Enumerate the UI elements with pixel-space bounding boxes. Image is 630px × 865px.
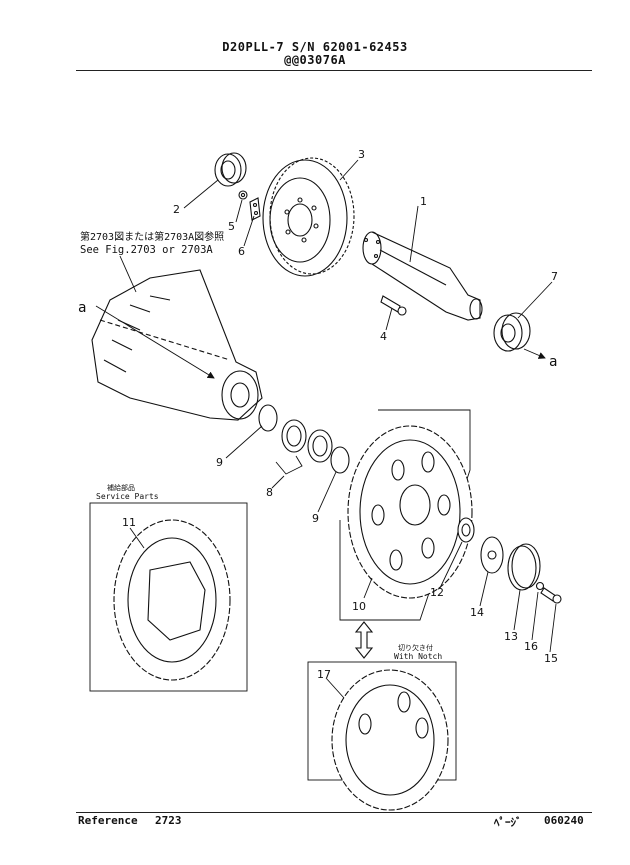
callout-6: 6	[238, 245, 245, 258]
footer-reference-label: Reference	[78, 814, 138, 827]
footer-page-label: ﾍﾟｰｼﾞ	[494, 816, 522, 829]
header-model-line: D20PLL-7 S/N 62001-62453	[222, 40, 408, 54]
footer-page-number: 060240	[544, 814, 584, 827]
callout-7: 7	[551, 270, 558, 283]
part-12-washer	[457, 517, 475, 543]
callout-5: 5	[228, 220, 235, 233]
footer-rule	[76, 812, 592, 813]
part-15-bolt	[540, 587, 562, 604]
with-notch-label-en: With Notch	[394, 652, 442, 661]
callout-1: 1	[420, 195, 427, 208]
footer-reference-number: 2723	[155, 814, 182, 827]
see-fig-note-en: See Fig.2703 or 2703A	[80, 244, 213, 256]
callout-13: 13	[504, 630, 518, 643]
callout-9-upper: 9	[216, 456, 223, 469]
callout-16: 16	[524, 640, 538, 653]
callout-15: 15	[544, 652, 558, 665]
service-parts-box	[89, 502, 248, 692]
interchange-arrow	[354, 621, 374, 659]
part-13-cover	[507, 543, 541, 591]
callout-2: 2	[173, 203, 180, 216]
callout-10: 10	[352, 600, 366, 613]
part-8-seal	[275, 419, 333, 475]
callout-4: 4	[380, 330, 387, 343]
leader-lines	[129, 159, 557, 699]
part-5-nut	[238, 190, 248, 200]
callout-17: 17	[317, 668, 331, 681]
part-4-bolt	[380, 295, 407, 316]
service-parts-label-jp: 補給部品	[107, 483, 135, 492]
callout-8: 8	[266, 486, 273, 499]
part-9-o-ring	[258, 404, 350, 474]
see-fig-note-jp: 第2703図または第2703A図参照	[80, 230, 224, 243]
header-code-line: @@03076A	[284, 53, 346, 67]
callout-3: 3	[358, 148, 365, 161]
part-16-washer	[535, 581, 545, 591]
part-3-bevel-gear	[262, 157, 355, 277]
part-14-shim	[480, 536, 504, 574]
arrow-label-a-left: a	[78, 300, 86, 316]
header-rule	[76, 70, 592, 71]
arrow-label-a-right: a	[549, 354, 557, 370]
part-1-shaft	[362, 231, 483, 321]
part-10-sprocket	[339, 409, 473, 621]
callout-14: 14	[470, 606, 484, 619]
callout-9-lower: 9	[312, 512, 319, 525]
service-parts-label-en: Service Parts	[96, 492, 159, 501]
part-2-bearing	[214, 152, 247, 187]
with-notch-label-jp: 切り欠き付	[398, 643, 433, 652]
with-notch-box	[307, 661, 457, 811]
callout-12: 12	[430, 586, 444, 599]
callout-11: 11	[122, 516, 136, 529]
part-7-bearing	[493, 312, 531, 352]
housing-reference	[91, 269, 263, 421]
part-6-lock-plate	[249, 197, 261, 221]
